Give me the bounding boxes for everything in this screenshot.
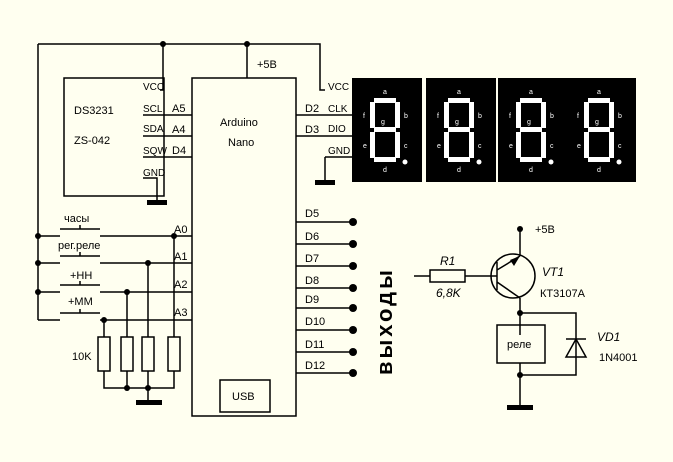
diode-ref: VD1 xyxy=(597,330,620,344)
power-rail: +5В xyxy=(37,41,325,320)
pin-d9: D9 xyxy=(305,294,319,306)
svg-text:d: d xyxy=(597,167,601,174)
pin-a5: A5 xyxy=(172,103,185,115)
svg-text:c: c xyxy=(404,143,408,150)
svg-text:d: d xyxy=(457,167,461,174)
pin-d6: D6 xyxy=(305,231,319,243)
pin-a1: A1 xyxy=(174,251,187,263)
disp-pin-dio: DIO xyxy=(328,124,346,135)
pin-d7: D7 xyxy=(305,253,319,265)
svg-text:b: b xyxy=(618,113,622,120)
svg-text:e: e xyxy=(437,143,441,150)
arduino-name-2: Nano xyxy=(228,137,254,149)
svg-text:b: b xyxy=(478,113,482,120)
pin-d10: D10 xyxy=(305,316,325,328)
arduino-nano: Arduino Nano A5 A4 D4 A0 A1 A2 A3 D2 D3 … xyxy=(172,77,319,417)
pin-d2: D2 xyxy=(305,103,319,115)
display-wiring: VCC CLK DIO GND xyxy=(296,82,352,185)
disp-pin-gnd: GND xyxy=(328,146,350,157)
svg-text:c: c xyxy=(478,143,482,150)
svg-text:f: f xyxy=(577,113,579,120)
plus5v-right-label: +5В xyxy=(535,224,555,236)
pin-d8: D8 xyxy=(305,275,319,287)
rtc-pin-gnd: GND xyxy=(143,168,165,179)
svg-text:a: a xyxy=(597,89,601,96)
svg-text:g: g xyxy=(381,119,385,126)
relay-box xyxy=(496,324,546,364)
button-label-mm: +ММ xyxy=(68,296,93,308)
arduino-name-1: Arduino xyxy=(220,117,258,129)
pin-a2: A2 xyxy=(174,279,187,291)
relay-ground xyxy=(507,405,533,410)
pin-d4: D4 xyxy=(172,145,186,157)
pin-a0: A0 xyxy=(174,224,187,236)
digit-3: a b c d e f g xyxy=(498,78,568,182)
svg-text:g: g xyxy=(455,119,459,126)
svg-text:a: a xyxy=(457,89,461,96)
output-pins: D5 D6 D7 D8 D9 D10 D11 D12 выходы xyxy=(296,208,397,377)
pin-d3: D3 xyxy=(305,124,319,136)
button-label-relay: рег.реле xyxy=(58,240,100,252)
rtc-pin-sqw: SQW xyxy=(143,146,167,157)
r1-value: 6,8K xyxy=(436,286,462,300)
svg-text:g: g xyxy=(527,119,531,126)
svg-text:d: d xyxy=(529,167,533,174)
rtc-pin-sda: SDA xyxy=(143,124,164,135)
svg-text:g: g xyxy=(595,119,599,126)
pulldown-ground xyxy=(136,400,162,405)
outputs-label: выходы xyxy=(372,267,397,375)
svg-text:e: e xyxy=(509,143,513,150)
r1-ref: R1 xyxy=(440,254,455,268)
disp-pin-vcc: VCC xyxy=(328,82,349,93)
pulldown-value: 10K xyxy=(72,351,92,363)
svg-text:a: a xyxy=(529,89,533,96)
seven-segment-display: a b c d e f g a b c d e f xyxy=(352,78,636,182)
buttons: часы рег.реле +НН +ММ xyxy=(35,213,192,323)
transistor-ref: VT1 xyxy=(542,265,564,279)
svg-text:b: b xyxy=(550,113,554,120)
rtc-ground xyxy=(147,200,167,205)
usb-connector xyxy=(219,379,271,413)
digit-2: a b c d e f g xyxy=(426,78,496,182)
svg-text:a: a xyxy=(383,89,387,96)
svg-text:f: f xyxy=(363,113,365,120)
svg-text:f: f xyxy=(509,113,511,120)
button-label-hh: +НН xyxy=(70,270,92,282)
digit-4: a b c d e f g xyxy=(566,78,636,182)
disp-pin-clk: CLK xyxy=(328,104,348,115)
pin-a4: A4 xyxy=(172,124,185,136)
pin-a3: A3 xyxy=(174,307,187,319)
rtc-pin-scl: SCL xyxy=(143,104,163,115)
usb-label: USB xyxy=(232,391,255,403)
diode-part: 1N4001 xyxy=(599,352,638,364)
svg-text:f: f xyxy=(437,113,439,120)
r1-resistor xyxy=(429,269,466,283)
display-ground xyxy=(315,180,335,185)
rtc-model: ZS-042 xyxy=(74,135,110,147)
svg-text:e: e xyxy=(577,143,581,150)
pin-d11: D11 xyxy=(305,339,324,351)
svg-text:c: c xyxy=(550,143,554,150)
rtc-name: DS3231 xyxy=(74,105,114,117)
rtc-pin-vcc: VCC xyxy=(143,82,164,93)
pulldown-resistors: 10K xyxy=(72,236,181,405)
relay-driver: +5В VT1 КТ3107А R1 6,8K реле VD1 1N4001 xyxy=(414,224,638,410)
rtc-module: DS3231 ZS-042 VCC SCL SDA SQW GND xyxy=(63,77,192,205)
plus5v-label: +5В xyxy=(257,59,277,71)
pin-d5: D5 xyxy=(305,208,319,220)
svg-text:b: b xyxy=(404,113,408,120)
relay-label: реле xyxy=(507,339,531,351)
svg-text:e: e xyxy=(363,143,367,150)
transistor-part: КТ3107А xyxy=(540,288,586,300)
svg-text:d: d xyxy=(383,167,387,174)
svg-text:c: c xyxy=(618,143,622,150)
button-label-clock: часы xyxy=(64,213,89,225)
digit-1: a b c d e f g xyxy=(352,78,422,182)
pin-d12: D12 xyxy=(305,360,325,372)
